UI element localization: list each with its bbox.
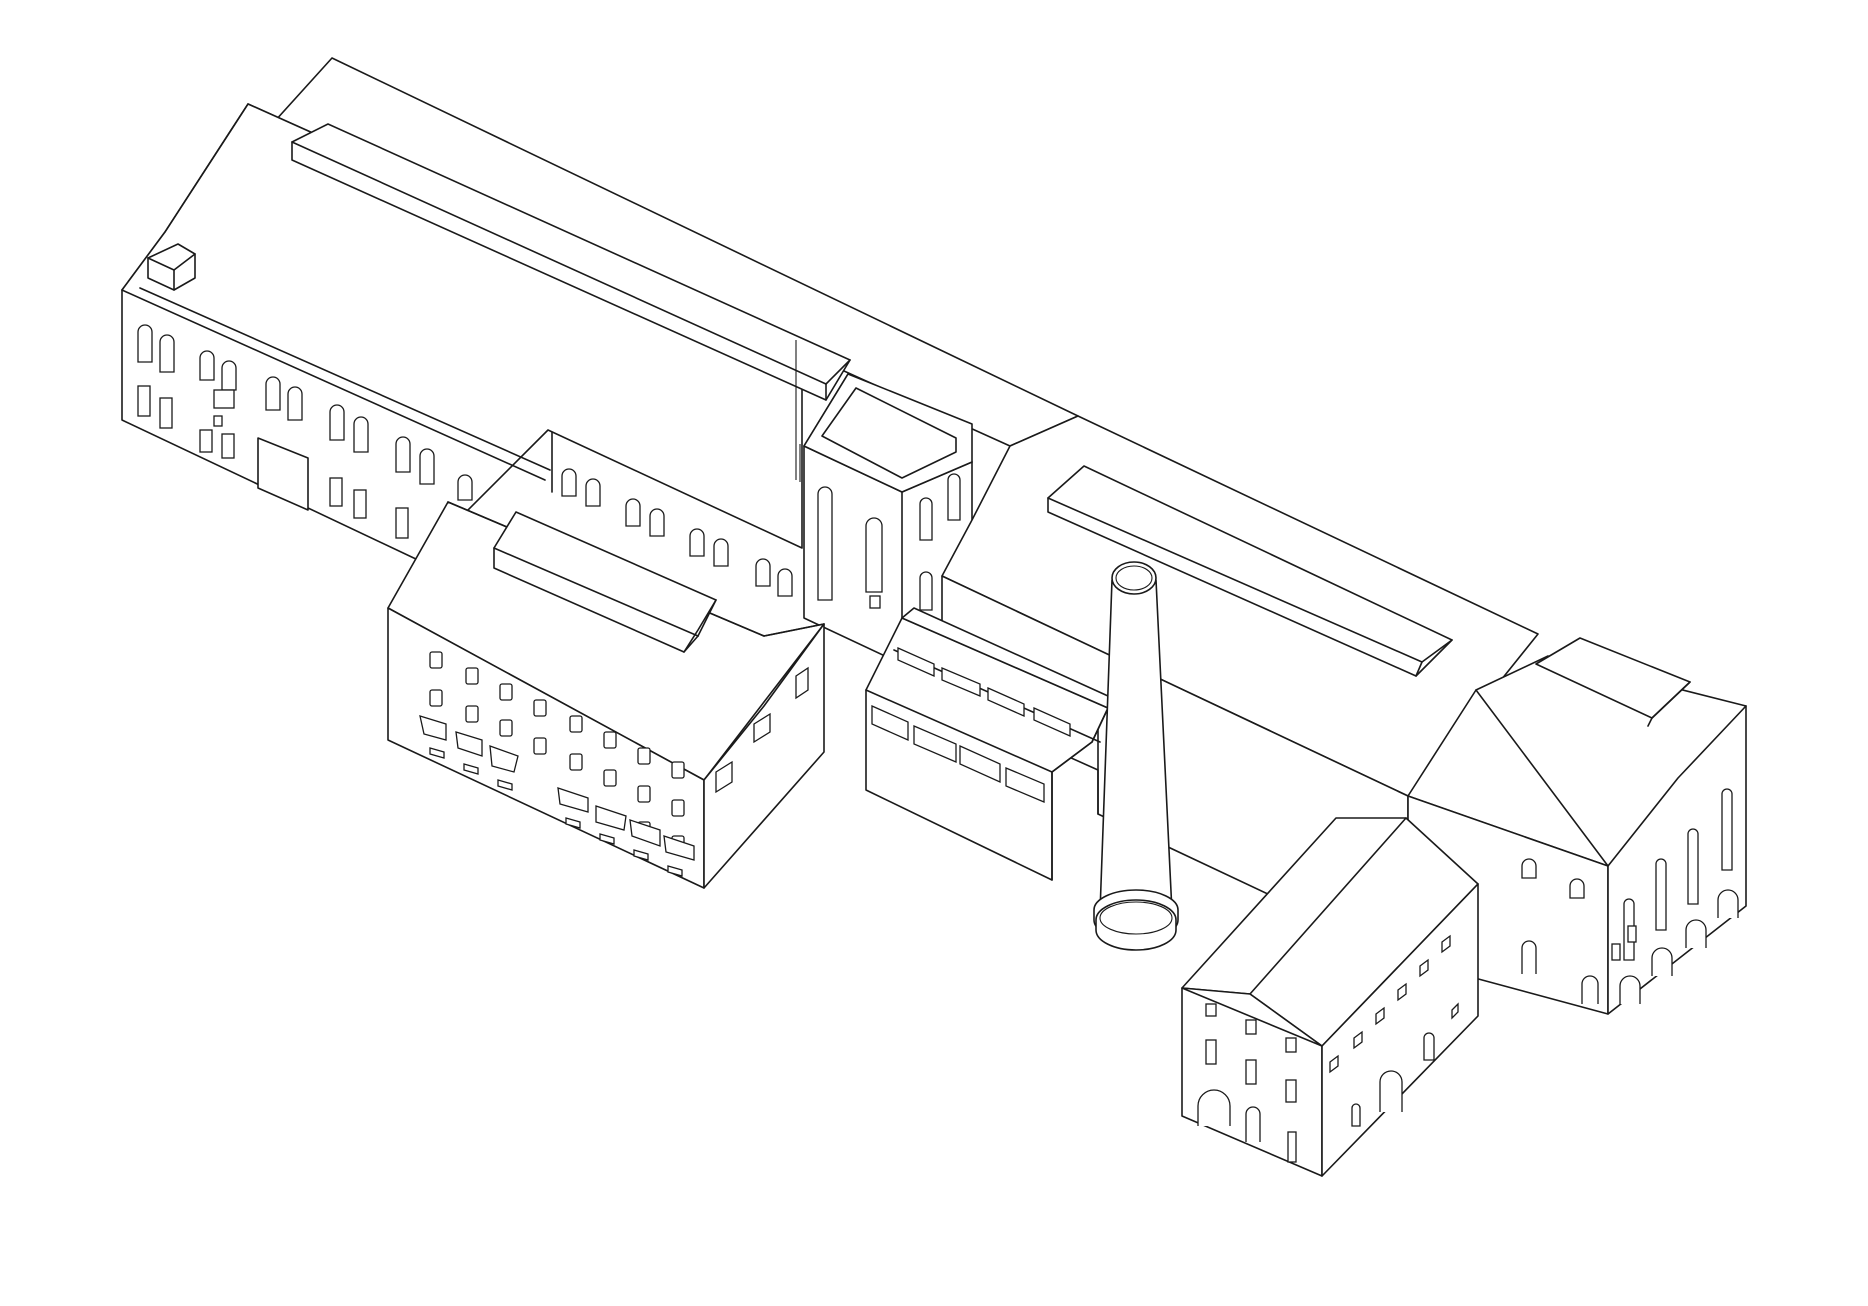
low-shed (865, 607, 1109, 881)
main-mill-building-east (941, 415, 1539, 961)
roof-monitor-west (291, 123, 851, 401)
east-gable-wall (1607, 705, 1747, 1015)
front-right-long-wall (1321, 883, 1479, 1177)
main-mill-building-west (121, 57, 1079, 597)
stair-tower (803, 373, 973, 665)
front-right-gable-windows (1197, 1003, 1297, 1163)
roof-monitor-east (1047, 465, 1453, 677)
roof-box (147, 243, 196, 291)
tower-window-tall (817, 486, 833, 601)
front-left-building (387, 501, 825, 889)
rear-wing-windows (551, 431, 793, 597)
front-right-building (1181, 817, 1479, 1177)
mill-door (257, 437, 309, 511)
mill-windows-upper (137, 324, 473, 501)
tower-window (865, 517, 883, 593)
shed-band-windows (871, 704, 1045, 803)
shed-clerestory-windows (897, 646, 1071, 738)
chimney (1093, 561, 1179, 951)
front-left-roof-monitor (493, 511, 717, 653)
front-left-gable-wall (703, 623, 825, 889)
east-gable-windows (1611, 788, 1739, 1004)
mill-windows-lower (137, 385, 409, 539)
front-left-gable-windows (715, 666, 809, 794)
east-door (1521, 940, 1537, 974)
front-left-long-wall-windows (419, 651, 695, 877)
front-right-arched-door (1197, 1089, 1231, 1126)
front-right-long-wall-windows (1329, 934, 1459, 1127)
